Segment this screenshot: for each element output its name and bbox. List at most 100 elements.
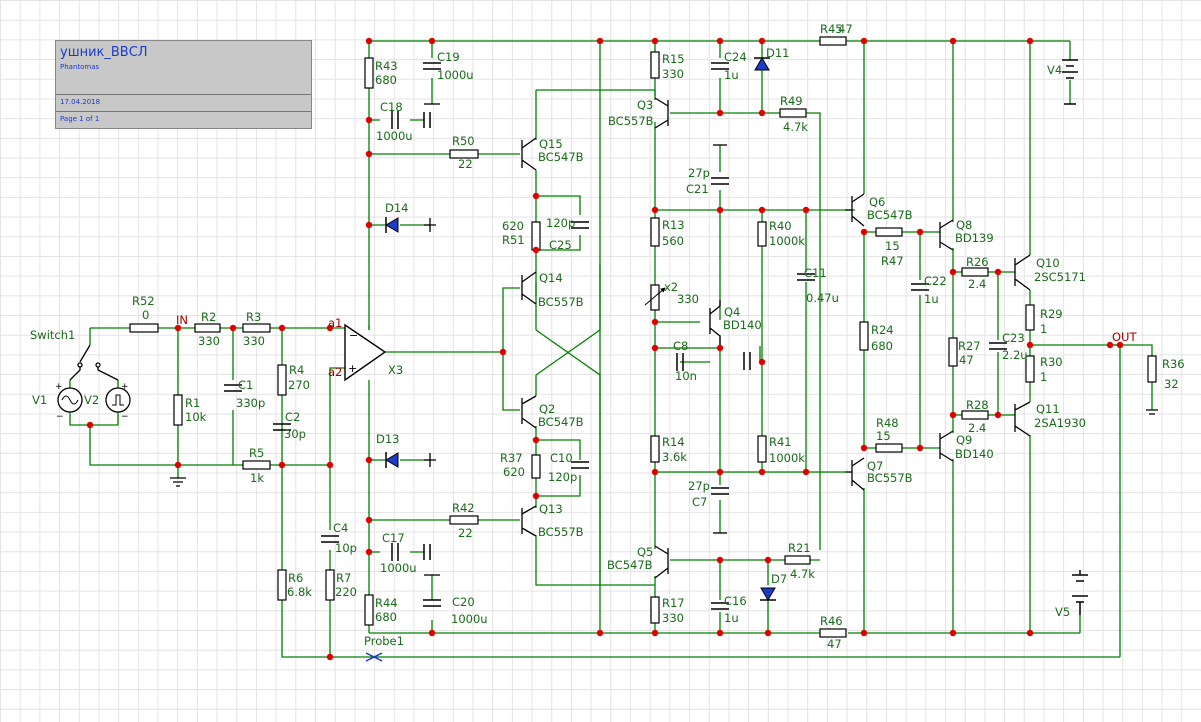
junction-dot [596, 629, 604, 637]
junction-dot [758, 206, 766, 214]
resistor [819, 628, 847, 638]
label-q8: Q8 [956, 218, 972, 232]
capacitor [224, 384, 242, 392]
ground-symbols [170, 103, 1158, 576]
junction-dot [365, 37, 373, 45]
label-c2: C2 [285, 410, 300, 424]
diodes [385, 57, 776, 601]
schematic-author: Phantomas [60, 63, 100, 71]
junction-dot [1106, 341, 1114, 349]
opamp-x3: − + [344, 323, 387, 382]
junction-dot [86, 421, 94, 429]
junction-dot [949, 268, 957, 276]
junction-dot [229, 324, 237, 332]
label-r3: R3 [246, 310, 261, 324]
label-c23-value: 2.2u [1002, 348, 1028, 362]
capacitor [989, 342, 1007, 350]
junction-dot [916, 228, 924, 236]
label-c16-value: 1u [724, 611, 739, 625]
transistors [521, 97, 1031, 579]
label-r46: R46 [820, 614, 843, 628]
label-r28-value: 2.4 [968, 421, 986, 435]
transistor-q7-icon [851, 457, 865, 491]
junction-dot [365, 516, 373, 524]
capacitors [224, 62, 1007, 610]
junction-dot [596, 37, 604, 45]
resistor [325, 569, 335, 601]
capacitor [797, 273, 815, 281]
label-r29: R29 [1040, 307, 1063, 321]
net-label-in: IN [176, 313, 188, 327]
diode-icon [760, 587, 776, 601]
junctions [86, 37, 1124, 661]
label-r37: R37 [500, 451, 523, 465]
resistor [784, 555, 811, 565]
junction-dot [326, 653, 334, 661]
resistor [650, 51, 660, 79]
net-label-a1: a1 [328, 316, 342, 330]
junction-dot [716, 468, 724, 476]
label-r41: R41 [769, 435, 792, 449]
capacitor [321, 535, 339, 543]
resistor [961, 410, 989, 420]
junction-dot [365, 221, 373, 229]
resistor [129, 323, 159, 333]
label-q6: Q6 [869, 195, 885, 209]
junction-dot [1026, 37, 1034, 45]
label-r7-value: 220 [335, 585, 357, 599]
label-c16: C16 [724, 594, 747, 608]
label-r24: R24 [871, 323, 894, 337]
svg-text:+: + [55, 382, 63, 392]
label-r7: R7 [336, 571, 351, 585]
junction-dot [716, 629, 724, 637]
title-block: ушник_ВВСЛ Phantomas 17.04.2018 Page 1 o… [55, 40, 312, 129]
resistor [1025, 304, 1035, 331]
resistor [819, 36, 847, 46]
label-x2: x2 [664, 280, 678, 294]
label-r36: R36 [1162, 357, 1185, 371]
capacitor [423, 62, 441, 70]
transistor-q14-icon [521, 271, 537, 305]
transistor-q9-icon [939, 430, 954, 462]
junction-dot [365, 150, 373, 158]
label-r6: R6 [288, 571, 303, 585]
label-r1: R1 [185, 396, 200, 410]
resistor [531, 221, 541, 251]
label-c1-value: 330p [236, 396, 265, 410]
label-r2: R2 [201, 310, 216, 324]
resistor [757, 435, 767, 463]
junction-dot [1026, 629, 1034, 637]
label-r4-value: 270 [288, 378, 310, 392]
label-q2: Q2 [539, 402, 555, 416]
junction-dot [1026, 341, 1034, 349]
label-r50-value: 22 [458, 157, 473, 171]
label-q4: Q4 [724, 305, 740, 319]
junction-dot [716, 206, 724, 214]
junction-dot [994, 268, 1002, 276]
label-r42-value: 22 [458, 526, 473, 540]
label-d14: D14 [385, 201, 409, 215]
junction-dot [949, 411, 957, 419]
transistor-q2-icon [521, 395, 537, 429]
resistor [173, 394, 183, 426]
label-v4: V4 [1047, 63, 1062, 77]
junction-dot [651, 37, 659, 45]
label-r14-value: 3.6k [662, 450, 687, 464]
label-q9-type: BD140 [955, 447, 994, 461]
label-c23: C23 [1002, 331, 1025, 345]
capacitor [911, 283, 929, 291]
label-r49: R49 [780, 94, 803, 108]
junction-dot [802, 206, 810, 214]
label-q11-type: 2SA1930 [1034, 416, 1086, 430]
label-q13-type: BC557B [538, 525, 584, 539]
transistor-q15-icon [521, 137, 537, 171]
svg-text:+: + [348, 362, 357, 375]
resistor [875, 443, 903, 453]
label-r48: R48 [876, 416, 899, 430]
resistor [531, 454, 541, 479]
resistor [650, 435, 660, 463]
diode-icon [754, 57, 770, 71]
label-x2-value: 330 [677, 292, 699, 306]
label-r43-value: 680 [375, 73, 397, 87]
